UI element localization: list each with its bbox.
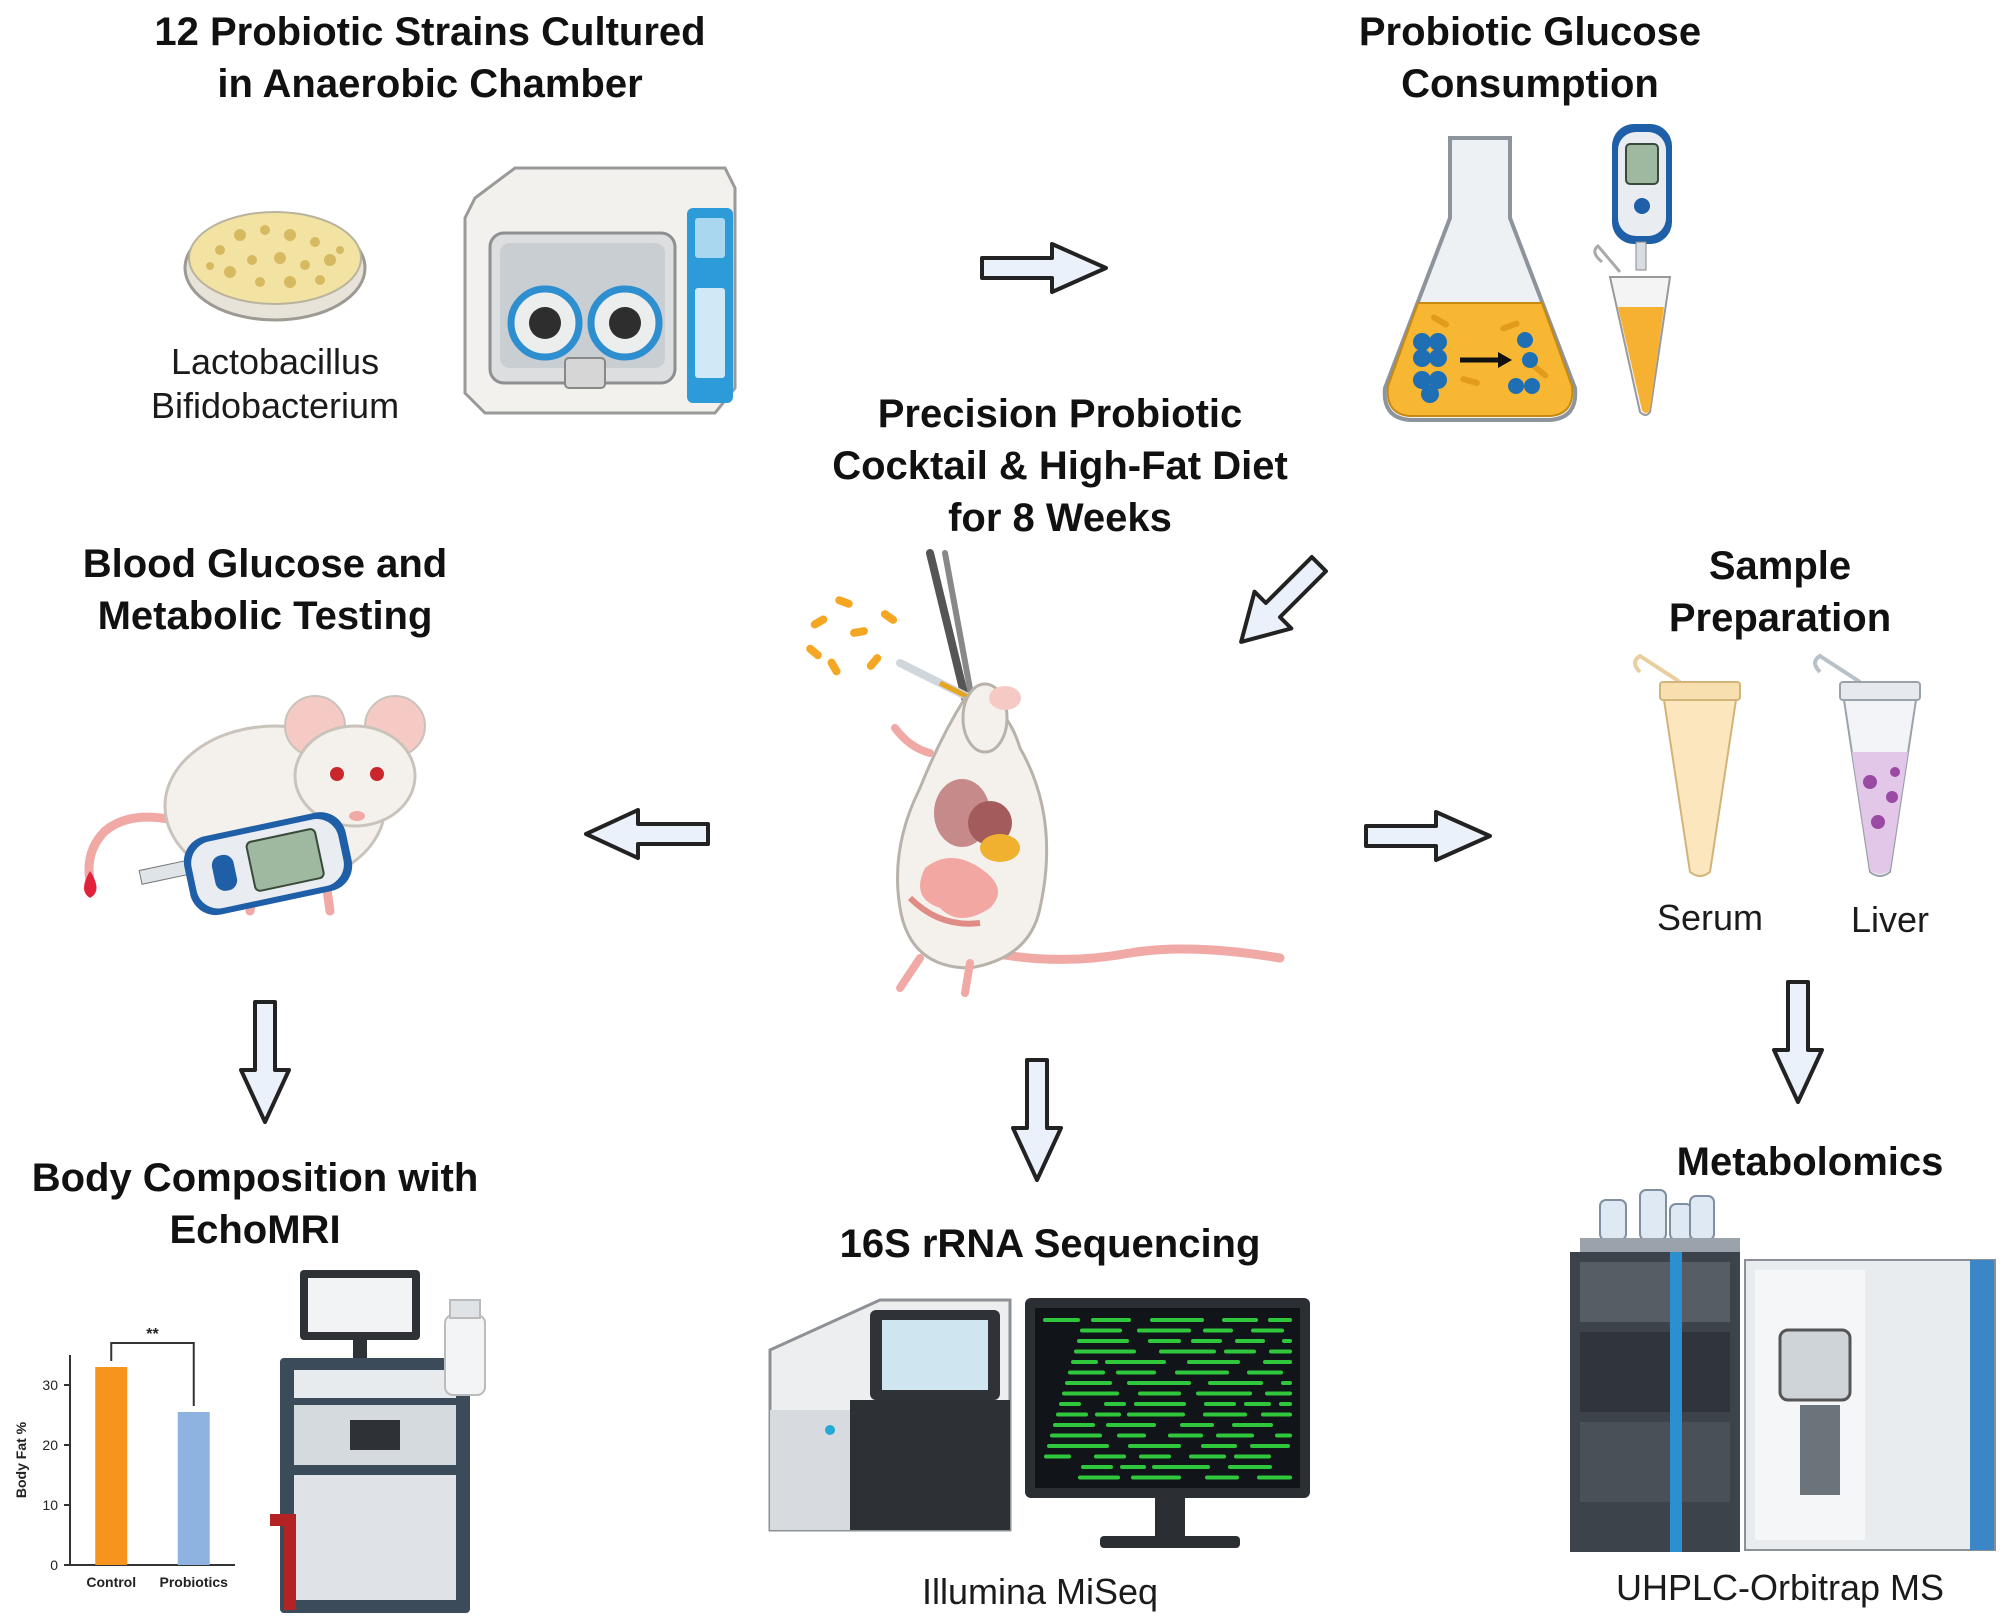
chart-significance-label: ** xyxy=(146,1326,159,1343)
liver-tube-icon xyxy=(1813,653,1921,877)
blood-testing-title: Blood Glucose and Metabolic Testing xyxy=(40,538,490,642)
metabolomics-title: Metabolomics xyxy=(1676,1140,1944,1184)
anaerobic-chamber-icon xyxy=(463,166,737,415)
arrow-down-icon xyxy=(1772,980,1824,1104)
arrow-diagonal-icon xyxy=(1239,555,1328,644)
chart-x-tick-label: Probiotics xyxy=(160,1574,229,1590)
culture-title-line1: 12 Probiotic Strains Cultured xyxy=(154,10,706,54)
blood-testing-title-line1: Blood Glucose and xyxy=(82,542,448,586)
chart-y-tick-label: 20 xyxy=(42,1437,58,1453)
mouse-icon xyxy=(84,695,426,916)
chart-significance-bracket xyxy=(110,1342,195,1406)
culture-title: 12 Probiotic Strains Cultured in Anaerob… xyxy=(150,6,710,110)
arrow-down-icon xyxy=(1011,1058,1063,1182)
chart-ylabel: Body Fat % xyxy=(13,1421,29,1498)
culture-title-line2: in Anaerobic Chamber xyxy=(217,62,643,106)
chart-x-tick-label: Control xyxy=(86,1574,136,1590)
metabolomics-instrument-label: UHPLC-Orbitrap MS xyxy=(1615,1567,1945,1608)
body-comp-title: Body Composition with EchoMRI xyxy=(10,1152,500,1256)
chart-bar xyxy=(177,1412,210,1565)
arrow-right-icon xyxy=(980,242,1108,294)
uhplc-orbitrap-ms-icon xyxy=(1570,1189,1996,1552)
illumina-sequencer-icon xyxy=(768,1298,1310,1548)
serum-label: Serum xyxy=(1656,897,1764,938)
liver-label: Liver xyxy=(1850,899,1930,940)
body-comp-title-line1: Body Composition with xyxy=(31,1156,479,1200)
serum-tube-icon xyxy=(1633,653,1741,877)
chart-y-tick-label: 10 xyxy=(42,1497,58,1513)
body-comp-title-line2: EchoMRI xyxy=(169,1208,341,1252)
glucometer-icon xyxy=(1593,124,1672,416)
sample-prep-title-line2: Preparation xyxy=(1668,596,1892,640)
sample-prep-title: Sample Preparation xyxy=(1590,540,1970,644)
strain-lactobacillus-label: Lactobacillus xyxy=(170,341,380,382)
sample-prep-title-line1: Sample xyxy=(1708,544,1852,588)
culture-flask-icon xyxy=(1382,136,1578,422)
treatment-title-line1: Precision Probiotic xyxy=(877,392,1243,436)
glucose-consumption-title-line2: Consumption xyxy=(1401,62,1659,106)
chart-y-tick-label: 30 xyxy=(42,1377,58,1393)
petri-dish-icon xyxy=(183,211,367,322)
treatment-title-line3: for 8 Weeks xyxy=(948,496,1172,540)
chart-bar xyxy=(95,1367,128,1565)
strain-bifidobacterium-label: Bifidobacterium xyxy=(150,385,400,426)
treatment-title: Precision Probiotic Cocktail & High-Fat … xyxy=(800,388,1320,544)
blood-testing-title-line2: Metabolic Testing xyxy=(97,594,433,638)
treatment-title-line2: Cocktail & High-Fat Diet xyxy=(832,444,1288,488)
echomri-machine-icon xyxy=(270,1270,486,1613)
arrow-down-icon xyxy=(239,1000,291,1124)
glucose-consumption-title-line1: Probiotic Glucose xyxy=(1358,10,1702,54)
arrow-right-icon xyxy=(1364,810,1492,862)
glucose-consumption-title: Probiotic Glucose Consumption xyxy=(1300,6,1760,110)
arrow-left-icon xyxy=(584,808,710,860)
sequencing-title: 16S rRNA Sequencing xyxy=(839,1222,1261,1266)
gavage-mouse-icon xyxy=(806,549,1285,997)
sequencing-instrument-label: Illumina MiSeq xyxy=(921,1571,1159,1612)
chart-y-tick-label: 0 xyxy=(50,1557,58,1573)
